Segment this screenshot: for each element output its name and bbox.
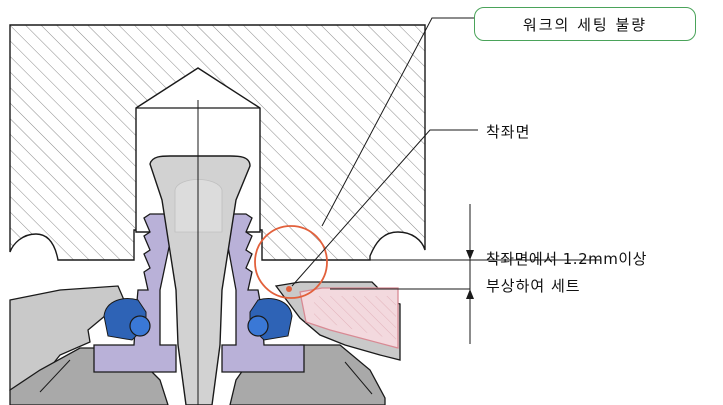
seating-surface-leader-line [291, 129, 478, 287]
left-o-ring [129, 315, 151, 337]
problem-area-dot [286, 286, 292, 292]
right-o-ring [247, 315, 269, 337]
seating-surface-label: 착좌면 [486, 123, 531, 141]
lift-label-line1: 착좌면에서 1.2mm이상 [486, 250, 647, 268]
callout-text: 워크의 세팅 불량 [522, 15, 648, 34]
problem-area-circle [254, 225, 328, 299]
callout-leader-line [321, 17, 474, 227]
dimension-arrow-up [466, 289, 474, 299]
dimension-arrow-down [466, 250, 474, 260]
callout-label-box: 워크의 세팅 불량 [474, 7, 696, 41]
lift-label-line2: 부상하여 세트 [486, 277, 581, 295]
